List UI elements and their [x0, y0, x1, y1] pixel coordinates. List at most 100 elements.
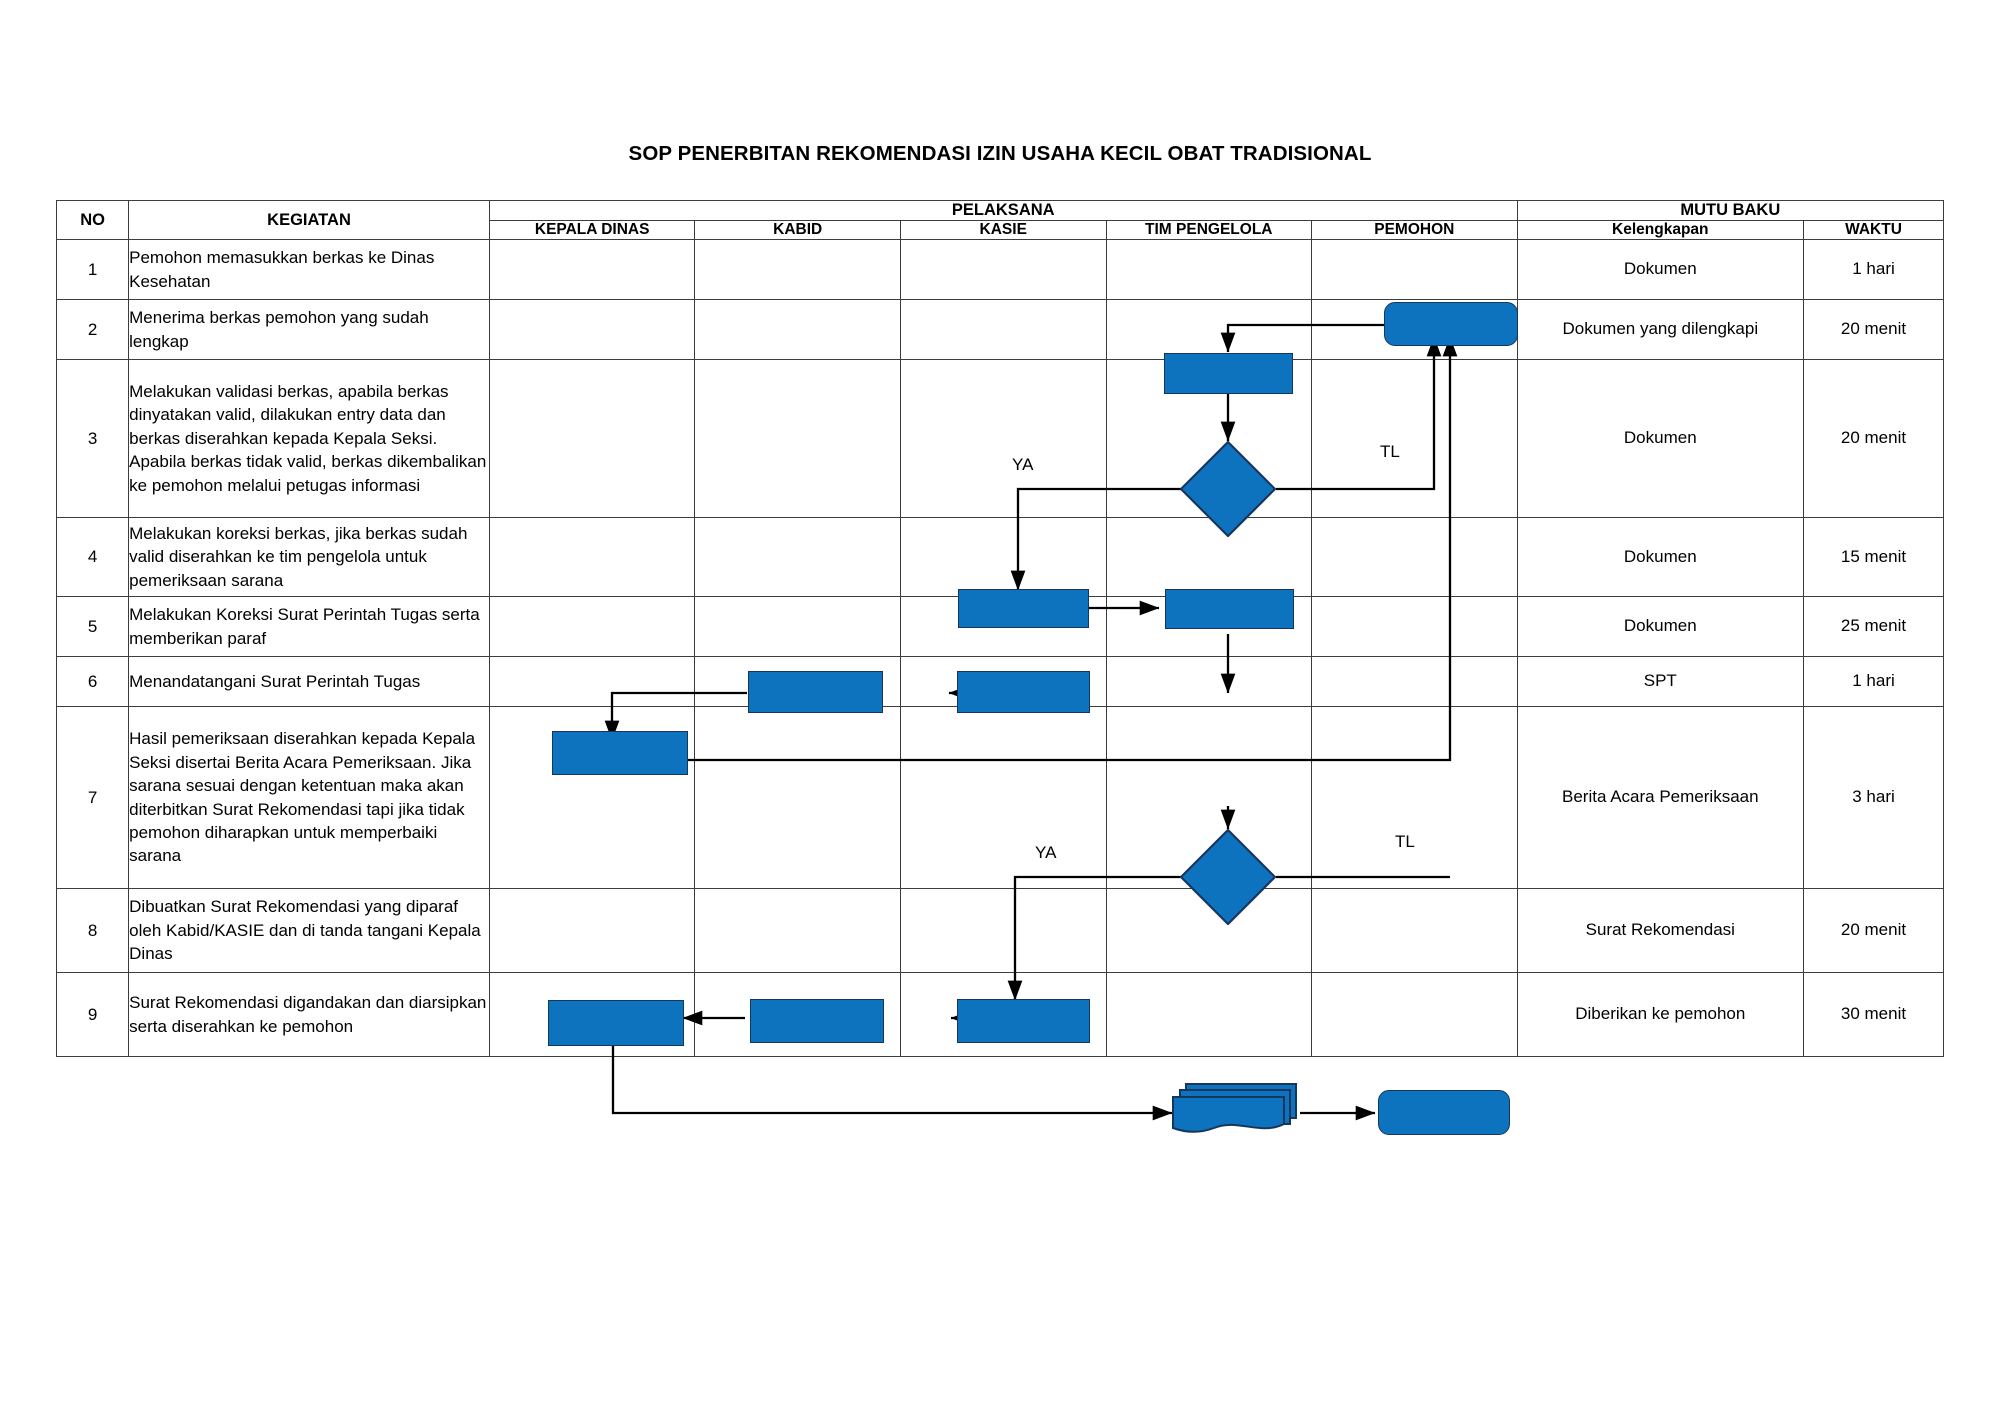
lane-kabid: [694, 299, 901, 360]
lane-kepala-dinas: [488, 239, 696, 300]
table-header-row-1: NO KEGIATAN PELAKSANA MUTU BAKU: [55, 200, 1945, 240]
row-no: 2: [55, 299, 130, 360]
row-kelengkapan: SPT: [1516, 656, 1805, 707]
header-kegiatan: KEGIATAN: [128, 200, 490, 240]
table-row: 5 Melakukan Koreksi Surat Perintah Tugas…: [55, 596, 1944, 657]
lane-kasie: [899, 888, 1107, 973]
lane-pemohon: [1311, 706, 1518, 889]
header-pemohon: PEMOHON: [1311, 220, 1518, 240]
lane-kabid: [694, 359, 901, 518]
lane-tim-pengelola: [1105, 596, 1313, 657]
lane-tim-pengelola: [1105, 972, 1313, 1057]
header-kabid: KABID: [694, 220, 901, 240]
lane-tim-pengelola: [1105, 299, 1313, 360]
lane-kasie: [899, 706, 1107, 889]
lane-tim-pengelola: [1105, 239, 1313, 300]
sop-table: NO KEGIATAN PELAKSANA MUTU BAKU KEPALA D…: [55, 200, 1945, 1057]
table-row: 6 Menandatangani Surat Perintah Tugas SP…: [55, 656, 1944, 707]
lane-kabid: [694, 706, 901, 889]
row-kegiatan: Pemohon memasukkan berkas ke Dinas Keseh…: [128, 239, 490, 300]
lane-kepala-dinas: [488, 299, 696, 360]
row-no: 5: [55, 596, 130, 657]
lane-pemohon: [1311, 299, 1518, 360]
row-kelengkapan: Dokumen: [1516, 359, 1805, 518]
row-kegiatan: Melakukan validasi berkas, apabila berka…: [128, 359, 490, 518]
table-header-row-2: KEPALA DINAS KABID KASIE TIM PENGELOLA P…: [57, 220, 1944, 240]
lane-pemohon: [1311, 972, 1518, 1057]
row-kegiatan: Menandatangani Surat Perintah Tugas: [128, 656, 490, 707]
table-row: 8 Dibuatkan Surat Rekomendasi yang dipar…: [55, 888, 1944, 973]
row-kelengkapan: Dokumen: [1516, 239, 1805, 300]
lane-kasie: [899, 299, 1107, 360]
lane-pemohon: [1311, 239, 1518, 300]
row-kegiatan: Dibuatkan Surat Rekomendasi yang diparaf…: [128, 888, 490, 973]
lane-kepala-dinas: [488, 359, 696, 518]
header-no: NO: [55, 200, 130, 240]
row-no: 7: [55, 706, 130, 889]
lane-kasie: [899, 972, 1107, 1057]
header-tim-pengelola: TIM PENGELOLA: [1105, 220, 1313, 240]
row-waktu: 30 menit: [1803, 972, 1944, 1057]
lane-pemohon: [1311, 888, 1518, 973]
row-no: 8: [55, 888, 130, 973]
page-title: SOP PENERBITAN REKOMENDASI IZIN USAHA KE…: [628, 142, 1372, 165]
row-waktu: 1 hari: [1803, 239, 1944, 300]
row-kegiatan: Menerima berkas pemohon yang sudah lengk…: [128, 299, 490, 360]
table-row: 4 Melakukan koreksi berkas, jika berkas …: [55, 517, 1944, 597]
lane-kabid: [694, 239, 901, 300]
lane-kasie: [899, 239, 1107, 300]
header-mutu-baku: MUTU BAKU: [1516, 200, 1945, 221]
lane-kabid: [694, 656, 901, 707]
lane-kasie: [899, 596, 1107, 657]
lane-kepala-dinas: [488, 888, 696, 973]
lane-tim-pengelola: [1105, 359, 1313, 518]
header-pelaksana: PELAKSANA: [488, 200, 1518, 221]
lane-tim-pengelola: [1105, 888, 1313, 973]
lane-tim-pengelola: [1105, 656, 1313, 707]
lane-kepala-dinas: [488, 517, 696, 597]
row-kelengkapan: Diberikan ke pemohon: [1516, 972, 1805, 1057]
row-kelengkapan: Surat Rekomendasi: [1516, 888, 1805, 973]
row-waktu: 25 menit: [1803, 596, 1944, 657]
row-kelengkapan: Dokumen yang dilengkapi: [1516, 299, 1805, 360]
flow-node-pemohon-row9: [1378, 1090, 1510, 1135]
table-row: 3 Melakukan validasi berkas, apabila ber…: [55, 359, 1944, 518]
table-row: 1 Pemohon memasukkan berkas ke Dinas Kes…: [55, 239, 1944, 300]
lane-kasie: [899, 517, 1107, 597]
row-waktu: 3 hari: [1803, 706, 1944, 889]
header-kasie: KASIE: [899, 220, 1107, 240]
lane-kabid: [694, 888, 901, 973]
header-waktu: WAKTU: [1803, 220, 1944, 240]
row-kegiatan: Melakukan Koreksi Surat Perintah Tugas s…: [128, 596, 490, 657]
lane-tim-pengelola: [1105, 706, 1313, 889]
row-no: 9: [55, 972, 130, 1057]
lane-kasie: [899, 656, 1107, 707]
row-no: 4: [55, 517, 130, 597]
lane-pemohon: [1311, 517, 1518, 597]
lane-kepala-dinas: [488, 706, 696, 889]
lane-kabid: [694, 972, 901, 1057]
lane-kepala-dinas: [488, 972, 696, 1057]
lane-pemohon: [1311, 656, 1518, 707]
flow-node-multi-document-row9: [1168, 1078, 1304, 1140]
row-kegiatan: Surat Rekomendasi digandakan dan diarsip…: [128, 972, 490, 1057]
row-kegiatan: Melakukan koreksi berkas, jika berkas su…: [128, 517, 490, 597]
row-no: 6: [55, 656, 130, 707]
row-waktu: 20 menit: [1803, 888, 1944, 973]
table-row: 9 Surat Rekomendasi digandakan dan diars…: [55, 972, 1944, 1057]
lane-kasie: [899, 359, 1107, 518]
lane-pemohon: [1311, 596, 1518, 657]
lane-kepala-dinas: [488, 656, 696, 707]
lane-kepala-dinas: [488, 596, 696, 657]
row-no: 1: [55, 239, 130, 300]
lane-tim-pengelola: [1105, 517, 1313, 597]
lane-kabid: [694, 517, 901, 597]
header-kepala-dinas: KEPALA DINAS: [488, 220, 696, 240]
row-kelengkapan: Dokumen: [1516, 596, 1805, 657]
row-waktu: 1 hari: [1803, 656, 1944, 707]
row-no: 3: [55, 359, 130, 518]
row-kelengkapan: Berita Acara Pemeriksaan: [1516, 706, 1805, 889]
table-row: 7 Hasil pemeriksaan diserahkan kepada Ke…: [55, 706, 1944, 889]
header-kelengkapan: Kelengkapan: [1516, 220, 1805, 240]
